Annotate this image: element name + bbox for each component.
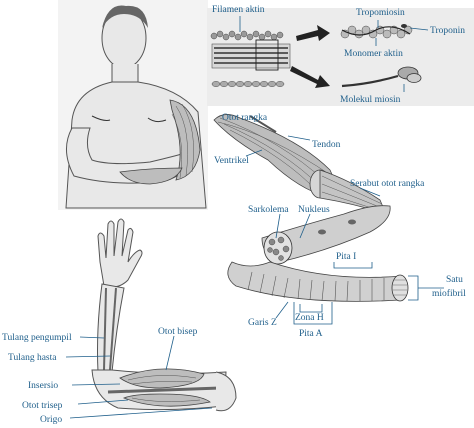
label-troponin: Troponin <box>430 26 465 36</box>
label-otot-rangka: Otot rangka <box>222 113 268 123</box>
muscle-hierarchy-illustration <box>213 114 444 325</box>
label-pita-i: Pita I <box>336 252 356 262</box>
label-tropomiosin: Tropomiosin <box>356 8 405 18</box>
label-insersio: Insersio <box>28 381 58 391</box>
label-pita-a: Pita A <box>299 329 323 339</box>
labels: Filamen aktin Tropomiosin Troponin Monom… <box>2 5 466 425</box>
filament-panel <box>207 8 474 106</box>
label-nukleus: Nukleus <box>298 205 330 215</box>
label-otot-bisep: Otot bisep <box>158 327 198 337</box>
label-sarkolema: Sarkolema <box>248 205 289 215</box>
label-tulang-hasta: Tulang hasta <box>8 353 57 363</box>
label-zona-h: Zona H <box>295 313 324 323</box>
filament-bundle <box>211 39 291 71</box>
arrow-to-actin <box>296 25 330 41</box>
arrow-to-myosin <box>290 66 330 88</box>
label-satu: Satu <box>446 275 463 285</box>
label-tulang-pengumpil: Tulang pengumpil <box>2 333 72 343</box>
actin-filament <box>210 30 284 41</box>
label-filamen-aktin: Filamen aktin <box>212 5 265 15</box>
label-origo: Origo <box>40 415 62 425</box>
label-serabut-otot-rangka: Serabut otot rangka <box>350 179 425 189</box>
label-garis-z: Garis Z <box>248 318 277 328</box>
man-figure-illustration <box>58 0 208 210</box>
myosin-filament <box>211 81 285 87</box>
label-ventrikel: Ventrikel <box>214 156 249 166</box>
label-molekul-miosin: Molekul miosin <box>340 95 401 105</box>
myosin-molecule <box>341 66 422 88</box>
label-tendon: Tendon <box>312 140 341 150</box>
label-monomer-aktin: Monomer aktin <box>344 49 403 59</box>
label-otot-trisep: Otot trisep <box>22 401 63 411</box>
label-miofibril: miofibril <box>432 288 466 299</box>
arm-illustration <box>65 218 237 419</box>
